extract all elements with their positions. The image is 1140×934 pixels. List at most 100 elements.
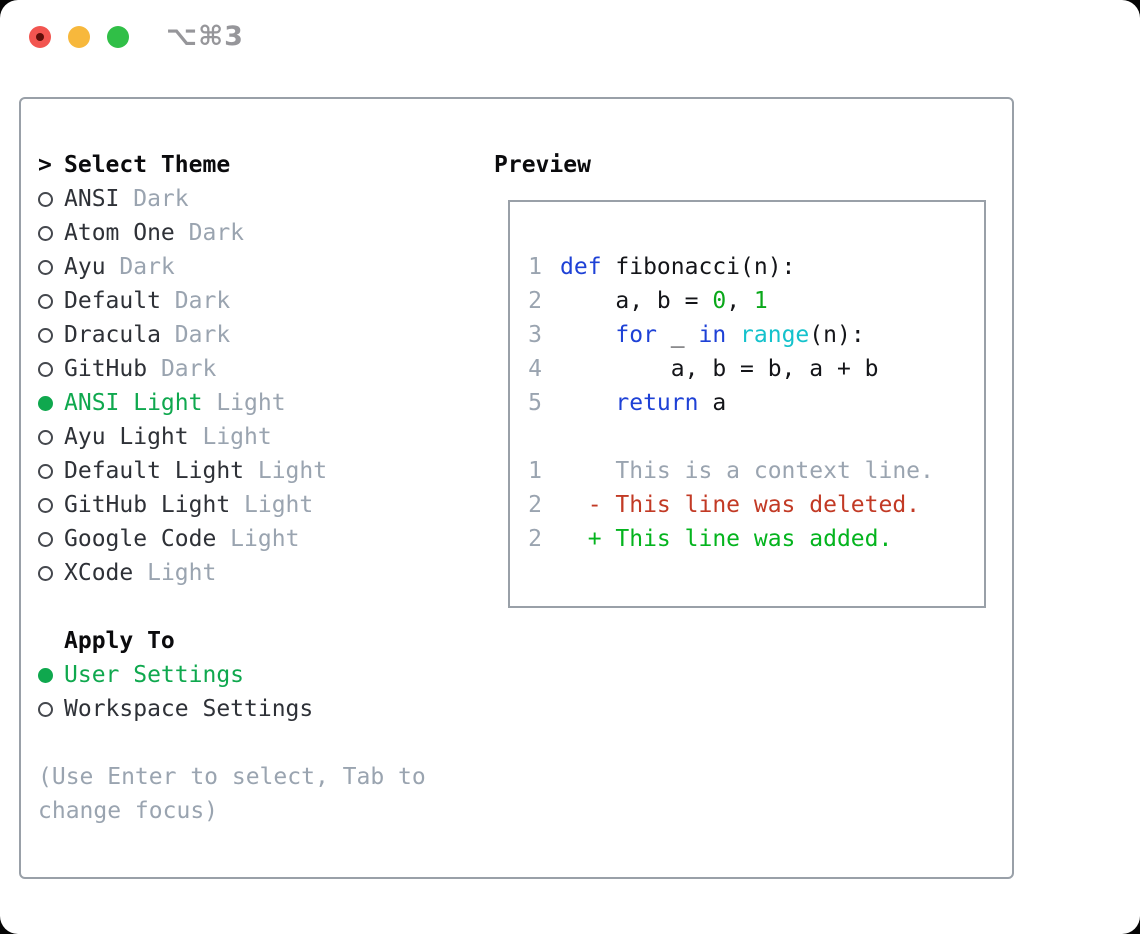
code-token-default: _ [656, 322, 699, 348]
line-number: 1 [528, 458, 542, 484]
code-token-keyword: return [615, 390, 699, 416]
radio-unselected-icon [38, 701, 53, 717]
keyboard-hint: (Use Enter to select, Tab to [38, 760, 426, 794]
theme-option-label: GitHub Light [64, 492, 231, 518]
code-token-default [560, 322, 615, 348]
code-line: 4 a, b = b, a + b [528, 352, 934, 386]
window-title: ⌥⌘3 [166, 21, 244, 52]
code-token-default: fibonacci(n): [601, 254, 796, 280]
theme-option-xcode[interactable]: XCode Light [38, 556, 426, 590]
apply-option-user-settings[interactable]: User Settings [38, 658, 426, 692]
theme-option-ayu-light[interactable]: Ayu Light Light [38, 420, 426, 454]
radio-unselected-icon [38, 361, 53, 377]
keyboard-hint-text: (Use Enter to select, Tab to [38, 764, 426, 790]
blank-line [528, 420, 934, 454]
theme-option-github[interactable]: GitHub Dark [38, 352, 426, 386]
line-number: 2 [528, 492, 542, 518]
code-line: 5 return a [528, 386, 934, 420]
theme-option-google-code[interactable]: Google Code Light [38, 522, 426, 556]
prompt-cell: > [38, 152, 64, 178]
code-token-default: (n): [809, 322, 865, 348]
radio-selected-icon [38, 395, 53, 411]
radio-cell [38, 191, 64, 207]
diff-line: 1 This is a context line. [528, 454, 934, 488]
theme-variant-label: Dark [160, 322, 231, 348]
line-number: 5 [528, 390, 542, 416]
code-token-context: This is a context line. [560, 458, 934, 484]
zoom-button[interactable] [107, 26, 129, 48]
theme-option-label: Google Code [64, 526, 217, 552]
minimize-button[interactable] [68, 26, 90, 48]
select-theme-heading-label: Select Theme [64, 152, 231, 178]
code-token-literal: 1 [753, 288, 768, 314]
theme-variant-label: Dark [147, 356, 217, 382]
close-dot-icon [36, 33, 44, 41]
theme-option-label: Ayu [64, 254, 106, 280]
line-number: 4 [528, 356, 542, 382]
theme-option-github-light[interactable]: GitHub Light Light [38, 488, 426, 522]
keyboard-hint: change focus) [38, 794, 426, 828]
theme-option-default-light[interactable]: Default Light Light [38, 454, 426, 488]
spacer-row [38, 726, 426, 760]
theme-option-label: GitHub [64, 356, 148, 382]
radio-cell [38, 259, 64, 275]
radio-cell [38, 429, 64, 445]
apply-option-label: Workspace Settings [64, 696, 314, 722]
theme-variant-label: Light [244, 458, 328, 484]
radio-cell [38, 225, 64, 241]
radio-cell [38, 395, 64, 411]
theme-variant-label: Dark [160, 288, 231, 314]
radio-cell [38, 531, 64, 547]
theme-variant-label: Light [133, 560, 217, 586]
line-number: 2 [528, 288, 542, 314]
theme-variant-label: Light [202, 390, 286, 416]
code-token-added: + This line was added. [560, 526, 893, 552]
radio-cell [38, 293, 64, 309]
radio-unselected-icon [38, 191, 53, 207]
line-number: 3 [528, 322, 542, 348]
theme-option-dracula[interactable]: Dracula Dark [38, 318, 426, 352]
radio-cell [38, 327, 64, 343]
theme-option-ansi[interactable]: ANSI Dark [38, 182, 426, 216]
keyboard-hint-text: change focus) [38, 798, 219, 824]
radio-unselected-icon [38, 429, 53, 445]
preview-heading: Preview [494, 152, 591, 178]
radio-unselected-icon [38, 531, 53, 547]
code-token-default [560, 390, 615, 416]
theme-option-atom-one[interactable]: Atom One Dark [38, 216, 426, 250]
code-token-keyword: in [698, 322, 727, 348]
line-number: 2 [528, 526, 542, 552]
apply-to-heading-label: Apply To [64, 628, 175, 654]
theme-variant-label: Light [230, 492, 314, 518]
radio-unselected-icon [38, 293, 53, 309]
theme-option-ayu[interactable]: Ayu Dark [38, 250, 426, 284]
close-button[interactable] [29, 26, 51, 48]
code-token-default: a, b = [560, 288, 713, 314]
code-token-literal: 0 [712, 288, 727, 314]
radio-unselected-icon [38, 497, 53, 513]
code-line: 3 for _ in range(n): [528, 318, 934, 352]
line-number: 1 [528, 254, 542, 280]
theme-option-ansi-light[interactable]: ANSI Light Light [38, 386, 426, 420]
theme-option-label: Dracula [64, 322, 161, 348]
theme-option-label: ANSI [64, 186, 120, 212]
prompt-cursor-icon: > [38, 152, 52, 178]
theme-option-label: Atom One [64, 220, 175, 246]
theme-option-default[interactable]: Default Dark [38, 284, 426, 318]
radio-unselected-icon [38, 259, 53, 275]
code-token-deleted: - This line was deleted. [560, 492, 921, 518]
radio-cell [38, 361, 64, 377]
diff-line: 2 - This line was deleted. [528, 488, 934, 522]
spacer-row [38, 590, 426, 624]
code-token-keyword: for [615, 322, 657, 348]
radio-cell [38, 701, 64, 717]
apply-to-heading: Apply To [38, 624, 426, 658]
theme-variant-label: Light [216, 526, 300, 552]
code-line: 2 a, b = 0, 1 [528, 284, 934, 318]
radio-unselected-icon [38, 463, 53, 479]
radio-selected-icon [38, 667, 53, 683]
apply-option-workspace-settings[interactable]: Workspace Settings [38, 692, 426, 726]
